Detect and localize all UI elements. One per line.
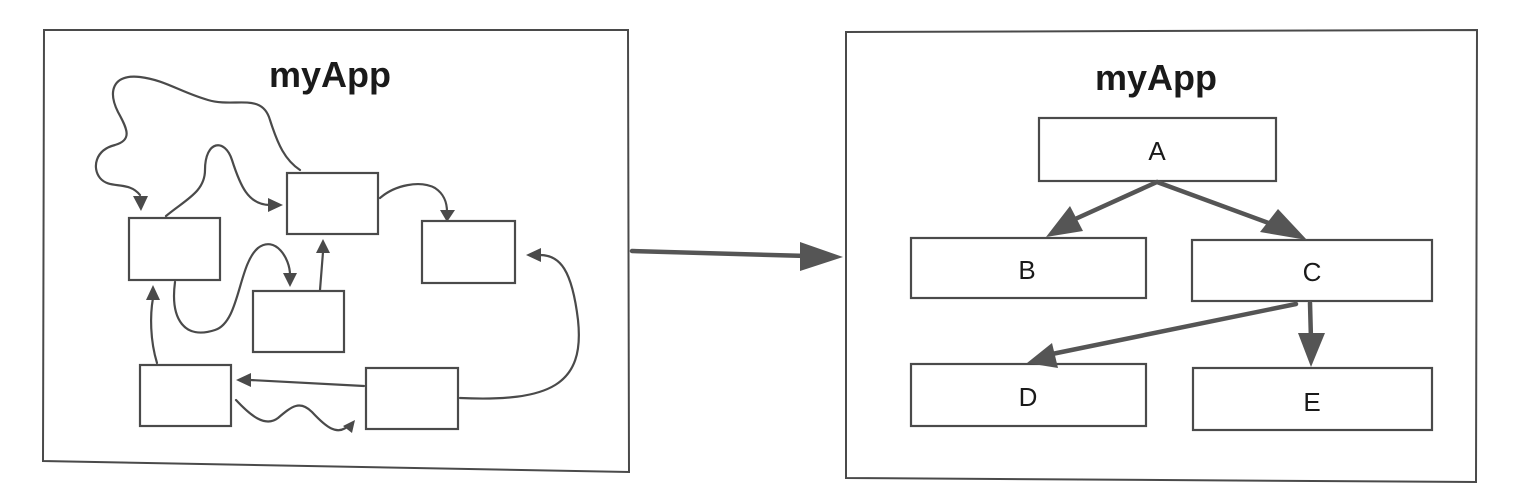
- left-connector-long-loop-arrowhead: [133, 196, 148, 211]
- edge-c-to-d-arrowhead: [1027, 343, 1058, 368]
- left-connector-b2-to-b3-arrowhead: [440, 210, 455, 222]
- left-connector-b6-to-b5: [248, 378, 366, 388]
- left-connector-b1-to-b2: [164, 144, 272, 218]
- left-panel: myApp: [41, 29, 631, 474]
- edge-a-to-c: [1154, 179, 1307, 240]
- transform-arrow-head: [800, 242, 843, 271]
- edge-a-to-b-line: [1059, 179, 1160, 228]
- left-connector-b4-to-b2: [318, 250, 325, 292]
- node-c: C: [1190, 238, 1434, 303]
- left-connector-b6-to-b3-arrowhead: [526, 248, 541, 262]
- node-d: D: [909, 362, 1148, 428]
- node-d-label: D: [1019, 382, 1038, 412]
- node-c-label: C: [1303, 257, 1322, 287]
- edge-c-to-d-line: [1049, 301, 1299, 357]
- transform-arrow-shaft: [629, 248, 811, 259]
- node-e-box: [1191, 366, 1434, 432]
- node-a-box: [1037, 116, 1278, 183]
- right-panel: myApp A B C D E: [845, 28, 1479, 484]
- node-e: E: [1191, 366, 1434, 432]
- left-connector-long-loop: [94, 75, 302, 197]
- edge-c-to-e-arrowhead: [1298, 333, 1325, 367]
- node-b: B: [909, 236, 1148, 300]
- edge-a-to-b-arrowhead: [1046, 206, 1083, 237]
- right-panel-title: myApp: [1095, 57, 1217, 98]
- left-connector-b5-to-b6-wavy: [234, 398, 352, 432]
- left-connector-b5-to-b6-wavy-arrowhead: [343, 420, 355, 433]
- node-a: A: [1037, 116, 1278, 183]
- edge-c-to-d: [1027, 301, 1299, 368]
- left-box-3: [420, 219, 517, 285]
- left-connector-b6-to-b5-arrowhead: [236, 373, 251, 387]
- node-d-box: [909, 362, 1148, 428]
- node-a-label: A: [1148, 136, 1166, 166]
- node-b-label: B: [1018, 255, 1035, 285]
- left-box-5: [138, 363, 233, 428]
- left-box-6: [364, 366, 460, 431]
- left-box-4: [251, 289, 346, 354]
- left-connector-b1-to-b4: [172, 243, 292, 334]
- node-b-box: [909, 236, 1148, 300]
- edge-c-to-e: [1298, 300, 1325, 367]
- left-box-1: [127, 216, 222, 282]
- left-panel-title: myApp: [269, 54, 391, 95]
- left-connector-b4-to-b2-arrowhead: [316, 239, 330, 253]
- left-connector-b6-to-b3: [458, 253, 580, 400]
- edge-a-to-c-arrowhead: [1260, 209, 1307, 240]
- edge-a-to-c-line: [1154, 179, 1288, 232]
- transform-arrow: [629, 242, 843, 271]
- left-box-2: [285, 171, 380, 236]
- left-connector-b5-to-b1-arrowhead: [146, 285, 160, 300]
- left-connector-b5-to-b1: [150, 296, 159, 365]
- left-connector-b1-to-b4-arrowhead: [283, 273, 297, 287]
- node-c-box: [1190, 238, 1434, 303]
- left-connector-b2-to-b3: [378, 183, 449, 214]
- left-connector-b1-to-b2-arrowhead: [268, 198, 283, 212]
- edge-a-to-b: [1046, 179, 1160, 237]
- left-panel-frame: [41, 29, 631, 474]
- node-e-label: E: [1303, 387, 1320, 417]
